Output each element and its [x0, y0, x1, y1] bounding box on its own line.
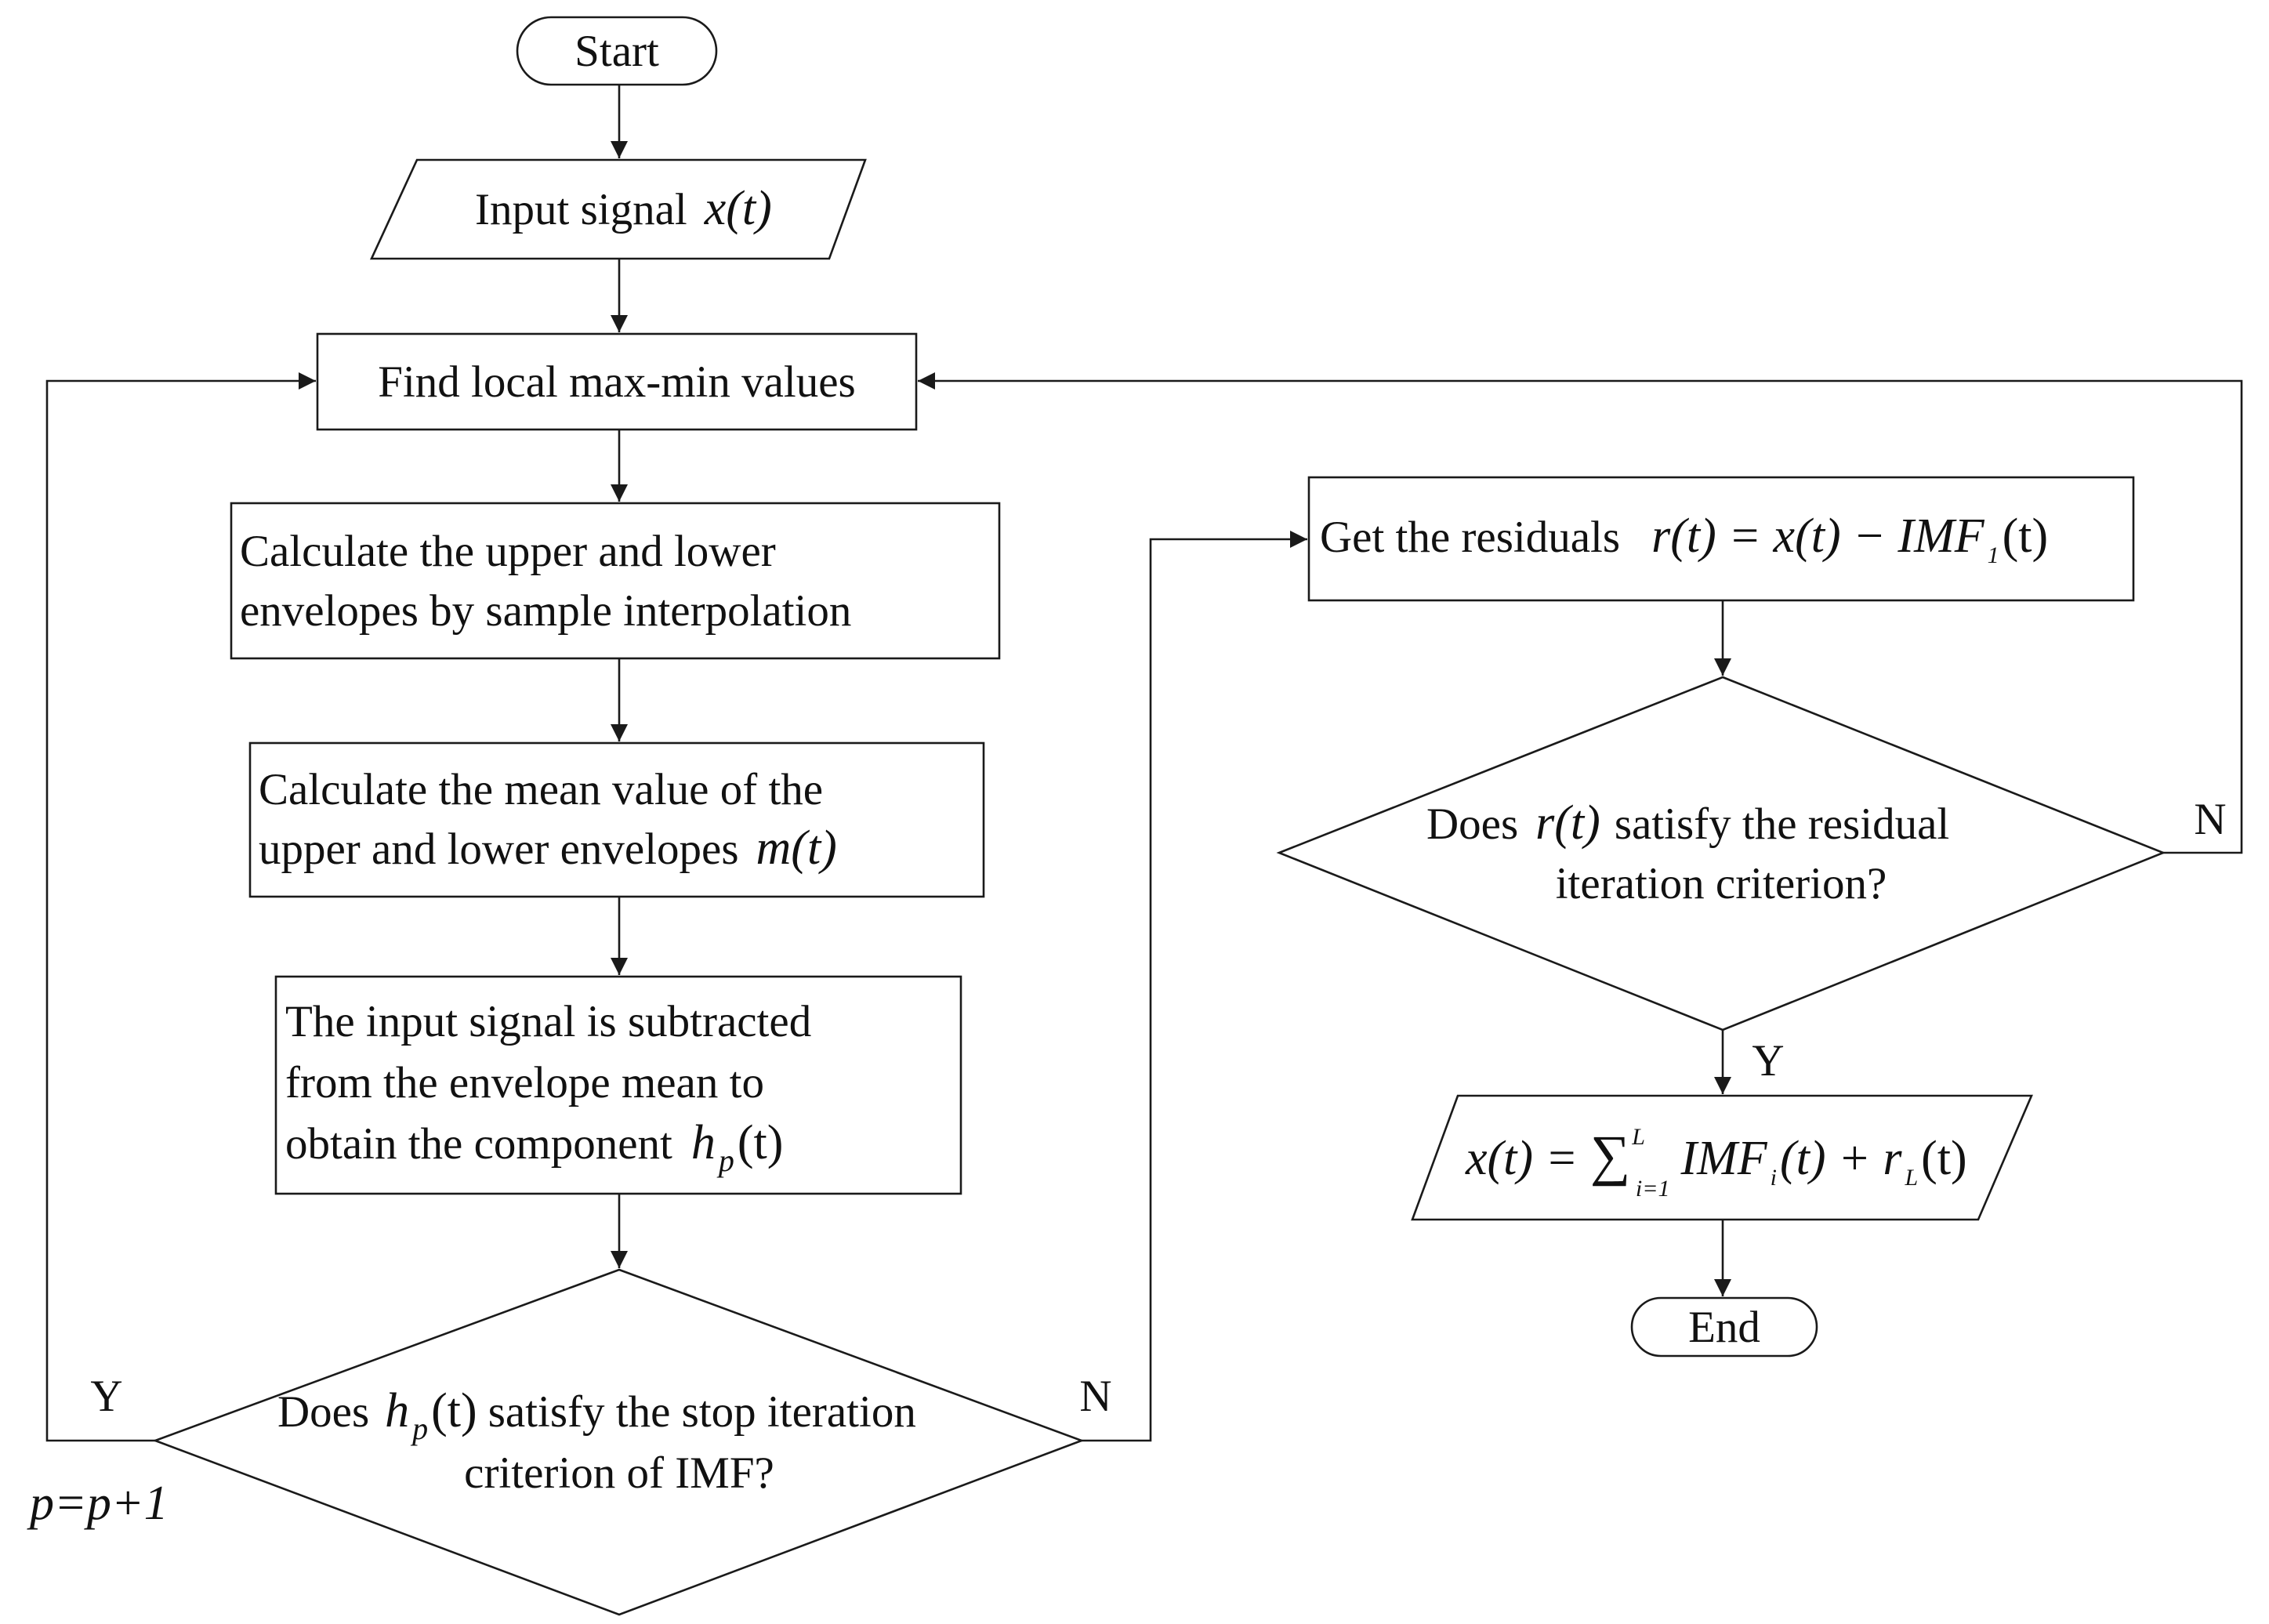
loop-update-label: p=p+1: [27, 1477, 169, 1530]
envelopes-line2: envelopes by sample interpolation: [240, 586, 851, 636]
input-label: Input signal x(t): [475, 182, 772, 235]
end-label: End: [1688, 1303, 1760, 1352]
imf-yes-label: Y: [90, 1372, 122, 1421]
find-extrema-label: Find local max-min values: [378, 357, 855, 407]
start-label: Start: [574, 27, 659, 76]
start-terminal: [516, 16, 718, 86]
input-parallelogram: [369, 158, 867, 260]
mean-line1: Calculate the mean value of the: [259, 765, 823, 814]
envelopes-box: [230, 502, 1001, 660]
subtract-line2: from the envelope mean to: [285, 1058, 764, 1107]
imf-no-label: N: [1079, 1372, 1111, 1421]
envelopes-line1: Calculate the upper and lower: [240, 527, 776, 576]
residual-check-line1: Does r(t) satisfy the residual: [1426, 796, 1949, 850]
imf-check-line2: criterion of IMF?: [464, 1448, 774, 1498]
output-parallelogram: [1411, 1094, 2033, 1221]
residual-check-diamond: [1276, 676, 2166, 1031]
edge-imf-yes-loop: [45, 372, 316, 1442]
residuals-label: Get the residuals r(t) = x(t) − IMF 1 (t…: [1320, 509, 2048, 568]
residual-check-line2: iteration criterion?: [1556, 859, 1887, 908]
subtract-line1: The input signal is subtracted: [285, 997, 811, 1046]
subtract-line3: obtain the component h p (t): [285, 1116, 783, 1178]
edge-residual-no-loop: [918, 372, 2243, 854]
residual-yes-label: Y: [1752, 1036, 1784, 1086]
output-formula: x(t) = ∑ L i=1 IMF i (t) + r L (t): [1465, 1124, 1967, 1202]
mean-line2: upper and lower envelopes m(t): [259, 821, 837, 875]
mean-box: [248, 741, 985, 898]
imf-check-diamond: [152, 1268, 1085, 1616]
residuals-box: [1307, 476, 2135, 602]
residual-no-label: N: [2194, 795, 2226, 844]
imf-check-line1: Does h p (t) satisfy the stop iteration: [277, 1384, 916, 1446]
edge-imf-no-to-residuals: [1082, 531, 1307, 1442]
end-terminal: [1630, 1296, 1818, 1358]
find-extrema-box: [316, 332, 918, 431]
